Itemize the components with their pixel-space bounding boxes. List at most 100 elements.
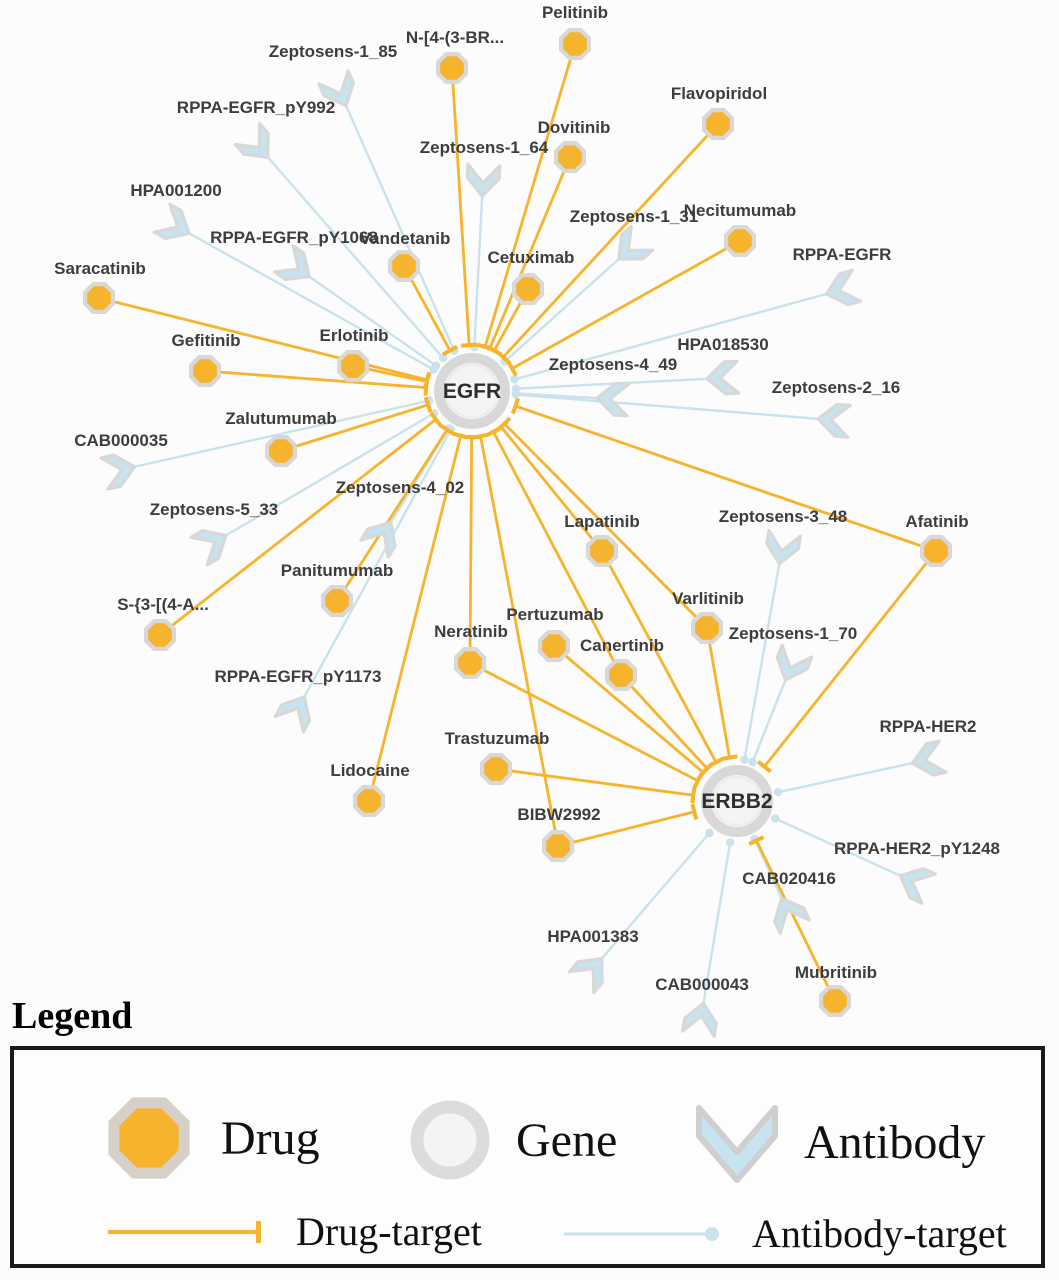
drug-edge-tee — [423, 396, 433, 414]
antibody-label-zeptosens-1-31: Zeptosens-1_31 — [570, 207, 699, 226]
antibody-node-cab000035[interactable] — [99, 451, 138, 491]
drug-label-flavopiridol: Flavopiridol — [671, 84, 767, 103]
drug-node-bibw2992[interactable] — [541, 829, 575, 863]
drug-edge-tee — [699, 761, 715, 776]
drug-label-pertuzumab: Pertuzumab — [506, 605, 603, 624]
drug-node-neratinib[interactable] — [454, 646, 486, 680]
antibody-edge-endpoint — [725, 838, 735, 847]
drug-label-dovitinib: Dovitinib — [538, 118, 611, 137]
drug-node-afatinib[interactable] — [919, 534, 953, 568]
drug-node-flavopiridol[interactable] — [701, 107, 735, 140]
antibody-label-rppa-egfr-py992: RPPA-EGFR_pY992 — [177, 98, 335, 117]
antibody-node-rppa-egfr-py1068[interactable] — [273, 244, 319, 290]
drug-target-edge — [503, 422, 708, 629]
drug-label-lidocaine: Lidocaine — [330, 761, 409, 780]
drug-node-panitumumab[interactable] — [321, 584, 353, 618]
drug-edge-tee — [256, 1220, 261, 1243]
gene-node-inner-ring-egfr — [445, 364, 499, 418]
antibody-node-cab020416[interactable] — [767, 892, 811, 935]
drug-target-edge — [511, 239, 741, 370]
antibody-node-rppa-her2-py1248[interactable] — [894, 861, 937, 905]
antibody-edge-endpoint — [748, 757, 757, 767]
antibody-target-edge — [777, 758, 928, 794]
drug-label-vandetanib: Vandetanib — [360, 229, 451, 248]
antibody-node-zeptosens-1-85[interactable] — [317, 69, 361, 112]
drug-target-edge — [483, 43, 577, 348]
drug-node-s-3-4-a[interactable] — [144, 618, 176, 652]
antibody-node-cab000043[interactable] — [681, 1001, 720, 1038]
gene-node-erbb2[interactable] — [701, 765, 773, 837]
drug-edge-tee — [472, 432, 489, 440]
drug-target-edge — [502, 123, 720, 359]
drug-node-zalutumumab[interactable] — [265, 435, 297, 467]
drug-target-edge — [280, 403, 429, 453]
drug-node-erlotinib[interactable] — [337, 350, 369, 382]
drug-node-pelitinib[interactable] — [558, 28, 592, 61]
antibody-target-edge — [503, 248, 631, 363]
antibody-node-hpa001200[interactable] — [152, 202, 197, 247]
antibody-label-zeptosens-3-48: Zeptosens-3_48 — [719, 507, 848, 526]
drug-node-lidocaine[interactable] — [353, 784, 385, 818]
antibody-node-rppa-egfr-py1173[interactable] — [273, 689, 318, 734]
drug-node-canertinib[interactable] — [604, 658, 638, 692]
drug-node-necitumumab[interactable] — [723, 225, 757, 257]
drug-node-vandetanib[interactable] — [388, 250, 420, 282]
drug-label-s-3-4-a: S-{3-[(4-A... — [117, 595, 209, 614]
antibody-node-zeptosens-4-02[interactable] — [359, 514, 405, 559]
drug-node-mubritinib[interactable] — [818, 984, 852, 1018]
antibody-node-zeptosens-1-31[interactable] — [608, 224, 655, 271]
drug-target-edge — [499, 425, 604, 552]
drug-node-varlitinib[interactable] — [690, 611, 724, 645]
drug-node-cetuximab[interactable] — [511, 273, 545, 305]
antibody-target-edge — [473, 180, 485, 348]
antibody-node-rppa-egfr-py992[interactable] — [233, 121, 279, 167]
drug-label-canertinib: Canertinib — [580, 636, 664, 655]
antibody-node-zeptosens-4-49[interactable] — [595, 381, 631, 418]
drug-node-trastuzumab[interactable] — [480, 752, 512, 786]
drug-edge-tee — [506, 360, 518, 377]
drug-node-pertuzumab[interactable] — [537, 629, 571, 663]
drug-target-edge — [479, 435, 560, 847]
antibody-label-hpa001200: HPA001200 — [130, 181, 221, 200]
drug-target-edge — [557, 810, 695, 848]
drug-node-dovitinib[interactable] — [553, 141, 587, 173]
gene-node-inner-ring-erbb2 — [712, 776, 762, 826]
gene-legend-label: Gene — [516, 1113, 618, 1167]
drug-label-panitumumab: Panitumumab — [281, 561, 393, 580]
antibody-label-zeptosens-1-70: Zeptosens-1_70 — [729, 624, 858, 643]
antibody-node-rppa-egfr[interactable] — [822, 268, 863, 309]
drug-node-lapatinib[interactable] — [585, 534, 619, 568]
antibody-node-rppa-her2[interactable] — [909, 739, 948, 779]
antibody-edge-legend-label: Antibody-target — [752, 1211, 1007, 1256]
drug-node-gefitinib[interactable] — [189, 355, 221, 387]
antibody-label-cab000043: CAB000043 — [655, 975, 749, 994]
drug-label-cetuximab: Cetuximab — [488, 248, 575, 267]
antibody-edge-endpoint — [705, 828, 714, 838]
drug-edge-tee — [429, 411, 443, 427]
antibody-label-zeptosens-4-49: Zeptosens-4_49 — [549, 355, 678, 374]
antibody-target-edge — [515, 393, 834, 422]
drug-label-n-4-3-br: N-[4-(3-BR... — [406, 28, 504, 47]
drug-target-edge — [600, 550, 718, 763]
gene-node-egfr[interactable] — [434, 353, 510, 429]
drug-node-n-4-3-br[interactable] — [436, 51, 468, 85]
drug-label-saracatinib: Saracatinib — [54, 259, 146, 278]
legend-title: Legend — [12, 995, 133, 1037]
antibody-node-zeptosens-1-64[interactable] — [465, 162, 502, 198]
antibody-node-zeptosens-1-70[interactable] — [771, 643, 814, 686]
layer-labels: Zeptosens-1_85RPPA-EGFR_pY992HPA001200RP… — [54, 3, 1000, 994]
antibody-node-hpa001383[interactable] — [567, 948, 613, 995]
antibody-node-zeptosens-3-48[interactable] — [764, 528, 803, 566]
drug-node-saracatinib[interactable] — [82, 282, 116, 314]
antibody-node-zeptosens-2-16[interactable] — [816, 402, 852, 439]
antibody-node-zeptosens-5-33[interactable] — [189, 522, 234, 567]
drug-edge-tee — [721, 754, 738, 761]
antibody-label-rppa-her2: RPPA-HER2 — [880, 717, 977, 736]
antibody-target-edge — [591, 832, 711, 971]
drug-label-gefitinib: Gefitinib — [172, 331, 241, 350]
antibody-node-hpa018530[interactable] — [705, 359, 741, 396]
antibody-edge-endpoint — [773, 787, 783, 797]
drug-label-zalutumumab: Zalutumumab — [225, 409, 336, 428]
antibody-legend-icon — [696, 1105, 778, 1183]
